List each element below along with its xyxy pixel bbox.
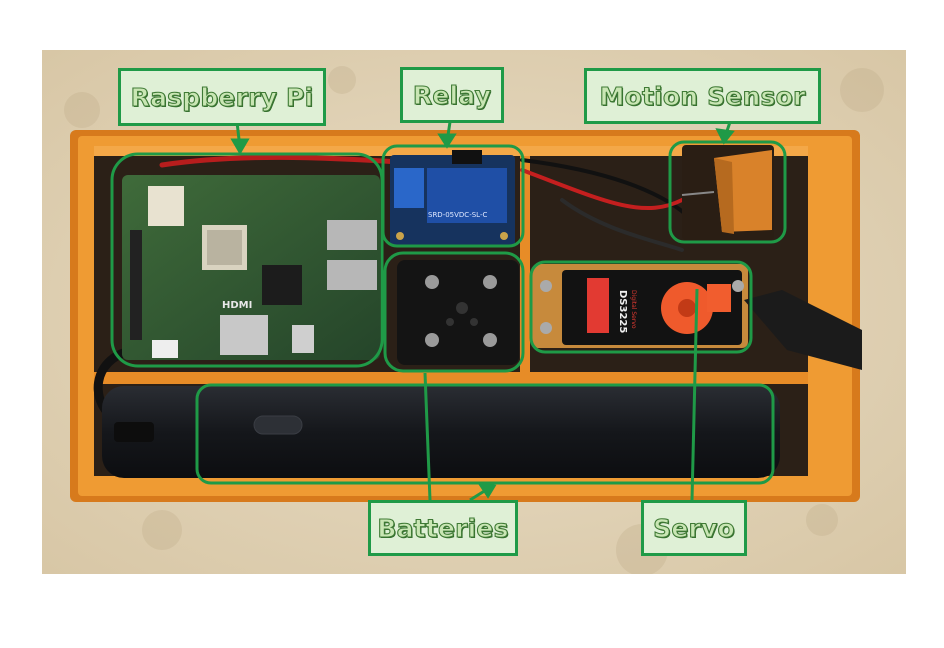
raspberry-pi-board: HDMI: [122, 175, 380, 360]
motion-sensor-housing: [681, 145, 774, 240]
battery-pack: [102, 386, 780, 478]
label-motion-sensor: Motion Sensor: [584, 68, 821, 124]
servo-model-marking: DS3225: [617, 290, 628, 333]
label-batteries: Batteries: [368, 500, 518, 556]
hdmi-marking: HDMI: [222, 300, 252, 311]
hardware-photo: HDMI SRD-05VDC-SL-C DS3225 D: [42, 50, 906, 574]
label-raspberry-pi: Raspberry Pi: [118, 68, 326, 126]
servo-sub-marking: Digital Servo: [630, 290, 637, 329]
relay-module: SRD-05VDC-SL-C: [390, 150, 515, 247]
label-relay: Relay: [400, 67, 504, 123]
battery-socket: [397, 260, 519, 365]
relay-model-marking: SRD-05VDC-SL-C: [428, 211, 487, 219]
label-servo: Servo: [641, 500, 747, 556]
